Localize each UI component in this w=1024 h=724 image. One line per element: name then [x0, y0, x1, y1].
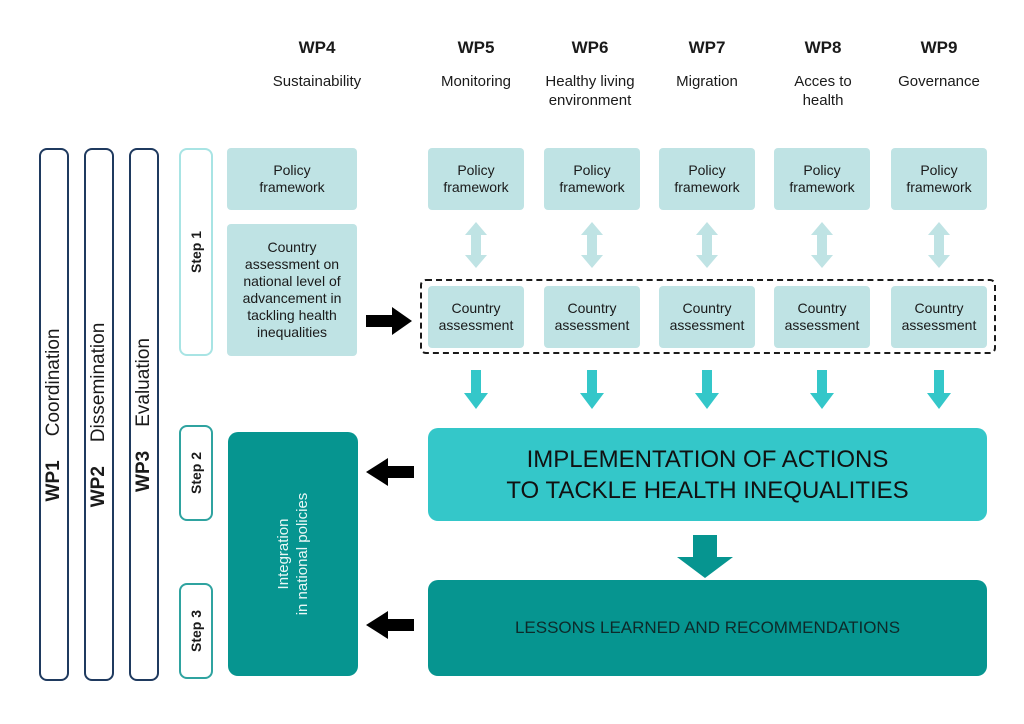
wp4-header: WP4 Sustainability [262, 38, 372, 91]
wp-title: Sustainability [272, 73, 362, 90]
box-label: Policy framework [789, 162, 855, 195]
integration-box: Integration in national policies [228, 432, 358, 676]
wp-code: WP5 [457, 38, 495, 57]
wp8-header: WP8 Acces to health [768, 38, 878, 110]
implementation-line-2: TO TACKLE HEALTH INEQUALITIES [506, 476, 909, 504]
wp9-policy-framework-box: Policy framework [891, 148, 987, 210]
box-label: Country assessment [901, 300, 977, 333]
wp6-policy-framework-box: Policy framework [544, 148, 640, 210]
double-arrow-wp6 [581, 222, 603, 268]
left-arrow-implementation-to-integration [366, 458, 414, 486]
wp-title: Healthy living environment [545, 73, 635, 109]
step-3-box: Step 3 [179, 583, 213, 679]
wp-title: Governance [898, 73, 980, 90]
wp6-country-assessment-box: Country assessment [544, 286, 640, 348]
step-2-box: Step 2 [179, 425, 213, 521]
down-arrow-wp7 [695, 370, 719, 409]
wp8-policy-framework-box: Policy framework [774, 148, 870, 210]
box-label: Policy framework [559, 162, 625, 195]
wp-title: Migration [676, 73, 738, 90]
wp-code: WP6 [571, 38, 609, 57]
box-label: Country assessment on national level of … [242, 239, 342, 340]
wp7-country-assessment-box: Country assessment [659, 286, 755, 348]
step-1-box: Step 1 [179, 148, 213, 356]
wp-code: WP9 [920, 38, 958, 57]
down-arrow-wp6 [580, 370, 604, 409]
left-arrow-lessons-to-integration [366, 611, 414, 639]
down-arrow-wp5 [464, 370, 488, 409]
lessons-learned-box: LESSONS LEARNED AND RECOMMENDATIONS [428, 580, 987, 676]
down-arrow-wp9 [927, 370, 951, 409]
wp7-header: WP7 Migration [652, 38, 762, 91]
box-label: Policy framework [259, 162, 325, 195]
wp5-country-assessment-box: Country assessment [428, 286, 524, 348]
down-arrow-implementation-to-lessons [677, 535, 733, 578]
right-arrow-wp4-to-assessments [366, 307, 412, 335]
wp6-header: WP6 Healthy living environment [536, 38, 644, 110]
country-assessment-group [420, 279, 996, 354]
implementation-box: IMPLEMENTATION OF ACTIONS TO TACKLE HEAL… [428, 428, 987, 521]
wp-title: Monitoring [440, 73, 512, 90]
double-arrow-wp8 [811, 222, 833, 268]
wp8-country-assessment-box: Country assessment [774, 286, 870, 348]
wp9-country-assessment-box: Country assessment [891, 286, 987, 348]
wp2-dissemination-bar: WP2Dissemination [84, 148, 114, 681]
down-arrow-wp8 [810, 370, 834, 409]
wp-code: WP4 [298, 38, 336, 57]
wp7-policy-framework-box: Policy framework [659, 148, 755, 210]
wp-code: WP8 [804, 38, 842, 57]
wp5-policy-framework-box: Policy framework [428, 148, 524, 210]
wp4-policy-framework-box: Policy framework [227, 148, 357, 210]
box-label: Country assessment [669, 300, 745, 333]
box-label: Policy framework [443, 162, 509, 195]
wp5-header: WP5 Monitoring [421, 38, 531, 91]
wp9-header: WP9 Governance [884, 38, 994, 91]
box-label: Country assessment [784, 300, 860, 333]
box-label: Policy framework [906, 162, 972, 195]
box-label: Country assessment [438, 300, 514, 333]
double-arrow-wp9 [928, 222, 950, 268]
double-arrow-wp5 [465, 222, 487, 268]
box-label: Policy framework [674, 162, 740, 195]
implementation-line-1: IMPLEMENTATION OF ACTIONS [526, 445, 889, 473]
double-arrow-wp7 [696, 222, 718, 268]
lessons-label: LESSONS LEARNED AND RECOMMENDATIONS [514, 618, 901, 637]
wp-title: Acces to health [794, 73, 852, 109]
wp-code: WP7 [688, 38, 726, 57]
wp4-country-assessment-box: Country assessment on national level of … [227, 224, 357, 356]
wp1-coordination-bar: WP1Coordination [39, 148, 69, 681]
wp3-evaluation-bar: WP3Evaluation [129, 148, 159, 681]
box-label: Country assessment [554, 300, 630, 333]
